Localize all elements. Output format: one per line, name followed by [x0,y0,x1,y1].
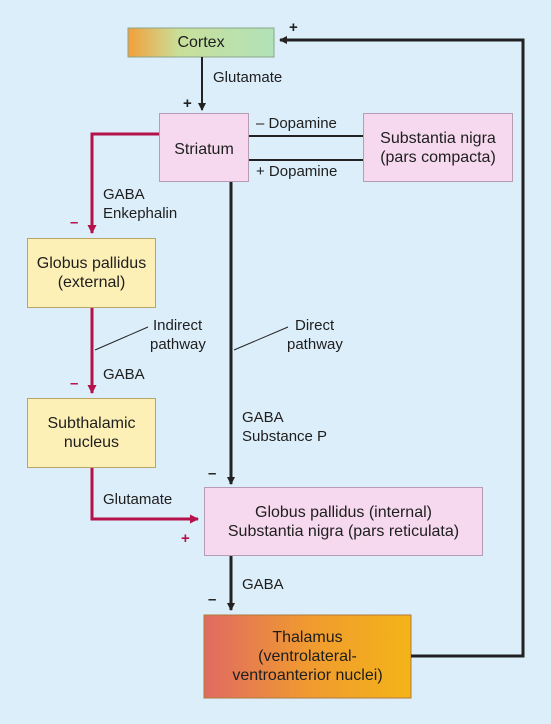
indirect-leader [94,326,149,351]
sign-striatum-input: + [183,95,192,112]
direct-leader [233,326,289,351]
snc-line-2: (pars compacta) [380,148,496,166]
thalamus-node: Thalamus (ventrolateral- ventroanterior … [204,615,411,698]
label-indirect-2: pathway [150,336,206,353]
sign-stn-input: – [70,375,79,392]
sign-gpi-direct: – [208,465,217,482]
stn-line-2: nucleus [63,434,120,451]
label-gaba-substance-p-2: Substance P [242,428,328,445]
label-glutamate-cortex: Glutamate [213,69,283,86]
thalamus-line-1: Thalamus [272,629,343,646]
label-minus-dopamine: – Dopamine [256,115,337,132]
subthalamic-nucleus-node: Subthalamic nucleus [27,398,156,468]
sign-cortex-feedback: + [289,19,298,36]
cortex-fill [127,27,275,58]
gpi-line-2: Substantia nigra (pars reticulata) [227,522,460,540]
sign-gpi-glutamate: + [181,530,190,547]
arrow-stn-gpi [90,468,199,524]
snc-line-1: Substantia nigra [380,129,496,147]
arrow-striatum-gpe [87,132,168,234]
label-indirect-pathway: Indirect pathway [150,316,206,354]
striatum-node: Striatum [159,113,249,182]
label-direct-2: pathway [287,336,343,353]
label-direct-pathway: Direct pathway [287,316,343,354]
gpe-line-2: (external) [57,274,126,291]
thalamus-fill [203,614,412,699]
label-indirect-1: Indirect [153,317,203,334]
label-glutamate-stn: Glutamate [103,491,173,508]
striatum-label: Striatum [174,141,234,158]
label-gaba-enkephalin: GABA Enkephalin [103,185,177,223]
thalamus-line-3: ventroanterior nuclei) [232,667,383,684]
globus-pallidus-internal-node: Globus pallidus (internal) Substantia ni… [204,487,483,556]
globus-pallidus-external-node: Globus pallidus (external) [27,238,156,308]
sign-thalamus-input: – [208,591,217,608]
label-gaba-enkephalin-2: Enkephalin [103,205,178,222]
sign-gpe-input: – [70,214,79,231]
label-gaba-thalamus: GABA [242,576,284,593]
arrow-thalamus-cortex [279,36,525,658]
label-gaba-substance-p-1: GABA [242,409,284,426]
label-plus-dopamine: + Dopamine [256,163,338,180]
gpe-line-1: Globus pallidus [36,255,147,272]
label-gaba-enkephalin-1: GABA [103,186,145,203]
gpi-line-1: Globus pallidus (internal) [255,503,432,521]
substantia-nigra-compacta-node: Substantia nigra (pars compacta) [363,113,513,182]
cortex-node: Cortex [128,28,274,57]
label-gaba-substance-p: GABA Substance P [242,408,327,446]
thalamus-line-2: (ventrolateral- [258,648,357,665]
stn-line-1: Subthalamic [47,415,136,432]
label-gaba-stn: GABA [103,366,145,383]
label-direct-1: Direct [295,317,335,334]
cortex-label: Cortex [177,34,225,51]
